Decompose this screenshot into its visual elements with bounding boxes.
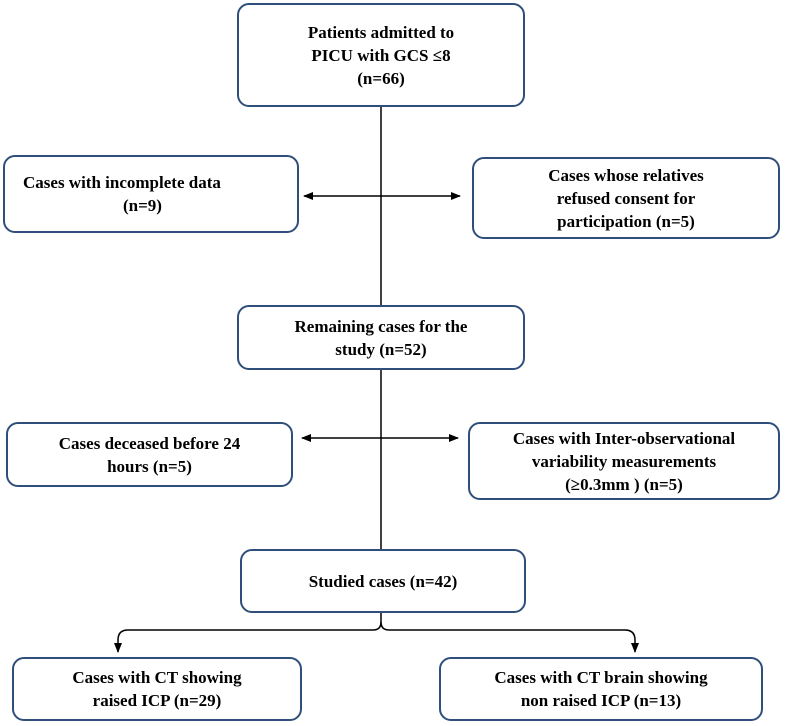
refused-line-3: participation (n=5) — [557, 211, 695, 231]
incomplete-line-1: Cases with incomplete data — [23, 173, 221, 192]
variability-line-1: Cases with Inter-observational — [512, 428, 736, 448]
deceased-line-1: Cases deceased before 24 — [58, 433, 241, 453]
non-raised-line-2: non raised ICP (n=13) — [520, 691, 682, 710]
box-non-raised-icp: Cases with CT brain showing non raised I… — [439, 657, 763, 721]
box-admitted: Patients admitted to PICU with GCS ≤8 (n… — [237, 3, 525, 107]
split-brace-right — [380, 621, 639, 653]
raised-line-2: raised ICP (n=29) — [92, 691, 222, 710]
non-raised-line-1: Cases with CT brain showing — [494, 668, 708, 687]
studied-line-1: Studied cases (n=42) — [308, 571, 458, 591]
box-studied: Studied cases (n=42) — [240, 549, 526, 613]
variability-line-3: (≥0.3mm ) (n=5) — [565, 474, 683, 494]
box-deceased: Cases deceased before 24 hours (n=5) — [6, 422, 293, 487]
box-remaining: Remaining cases for the study (n=52) — [237, 305, 525, 370]
box-variability: Cases with Inter-observational variabili… — [468, 422, 780, 500]
box-refused: Cases whose relatives refused consent fo… — [472, 157, 780, 239]
admitted-line-2: PICU with GCS ≤8 — [311, 45, 451, 65]
incomplete-line-2: (n=9) — [123, 196, 162, 215]
deceased-line-2: hours (n=5) — [107, 456, 192, 476]
refused-line-2: refused consent for — [556, 188, 696, 208]
raised-line-1: Cases with CT showing — [72, 668, 242, 687]
admitted-line-1: Patients admitted to — [307, 22, 455, 42]
remaining-line-1: Remaining cases for the — [294, 316, 468, 336]
refused-line-1: Cases whose relatives — [548, 165, 704, 185]
remaining-line-2: study (n=52) — [335, 339, 427, 359]
box-incomplete: Cases with incomplete data (n=9) — [3, 155, 299, 233]
variability-line-2: variability measurements — [531, 451, 717, 471]
split-brace — [114, 611, 382, 653]
admitted-line-3: (n=66) — [357, 68, 405, 88]
box-raised-icp: Cases with CT showing raised ICP (n=29) — [12, 657, 302, 721]
